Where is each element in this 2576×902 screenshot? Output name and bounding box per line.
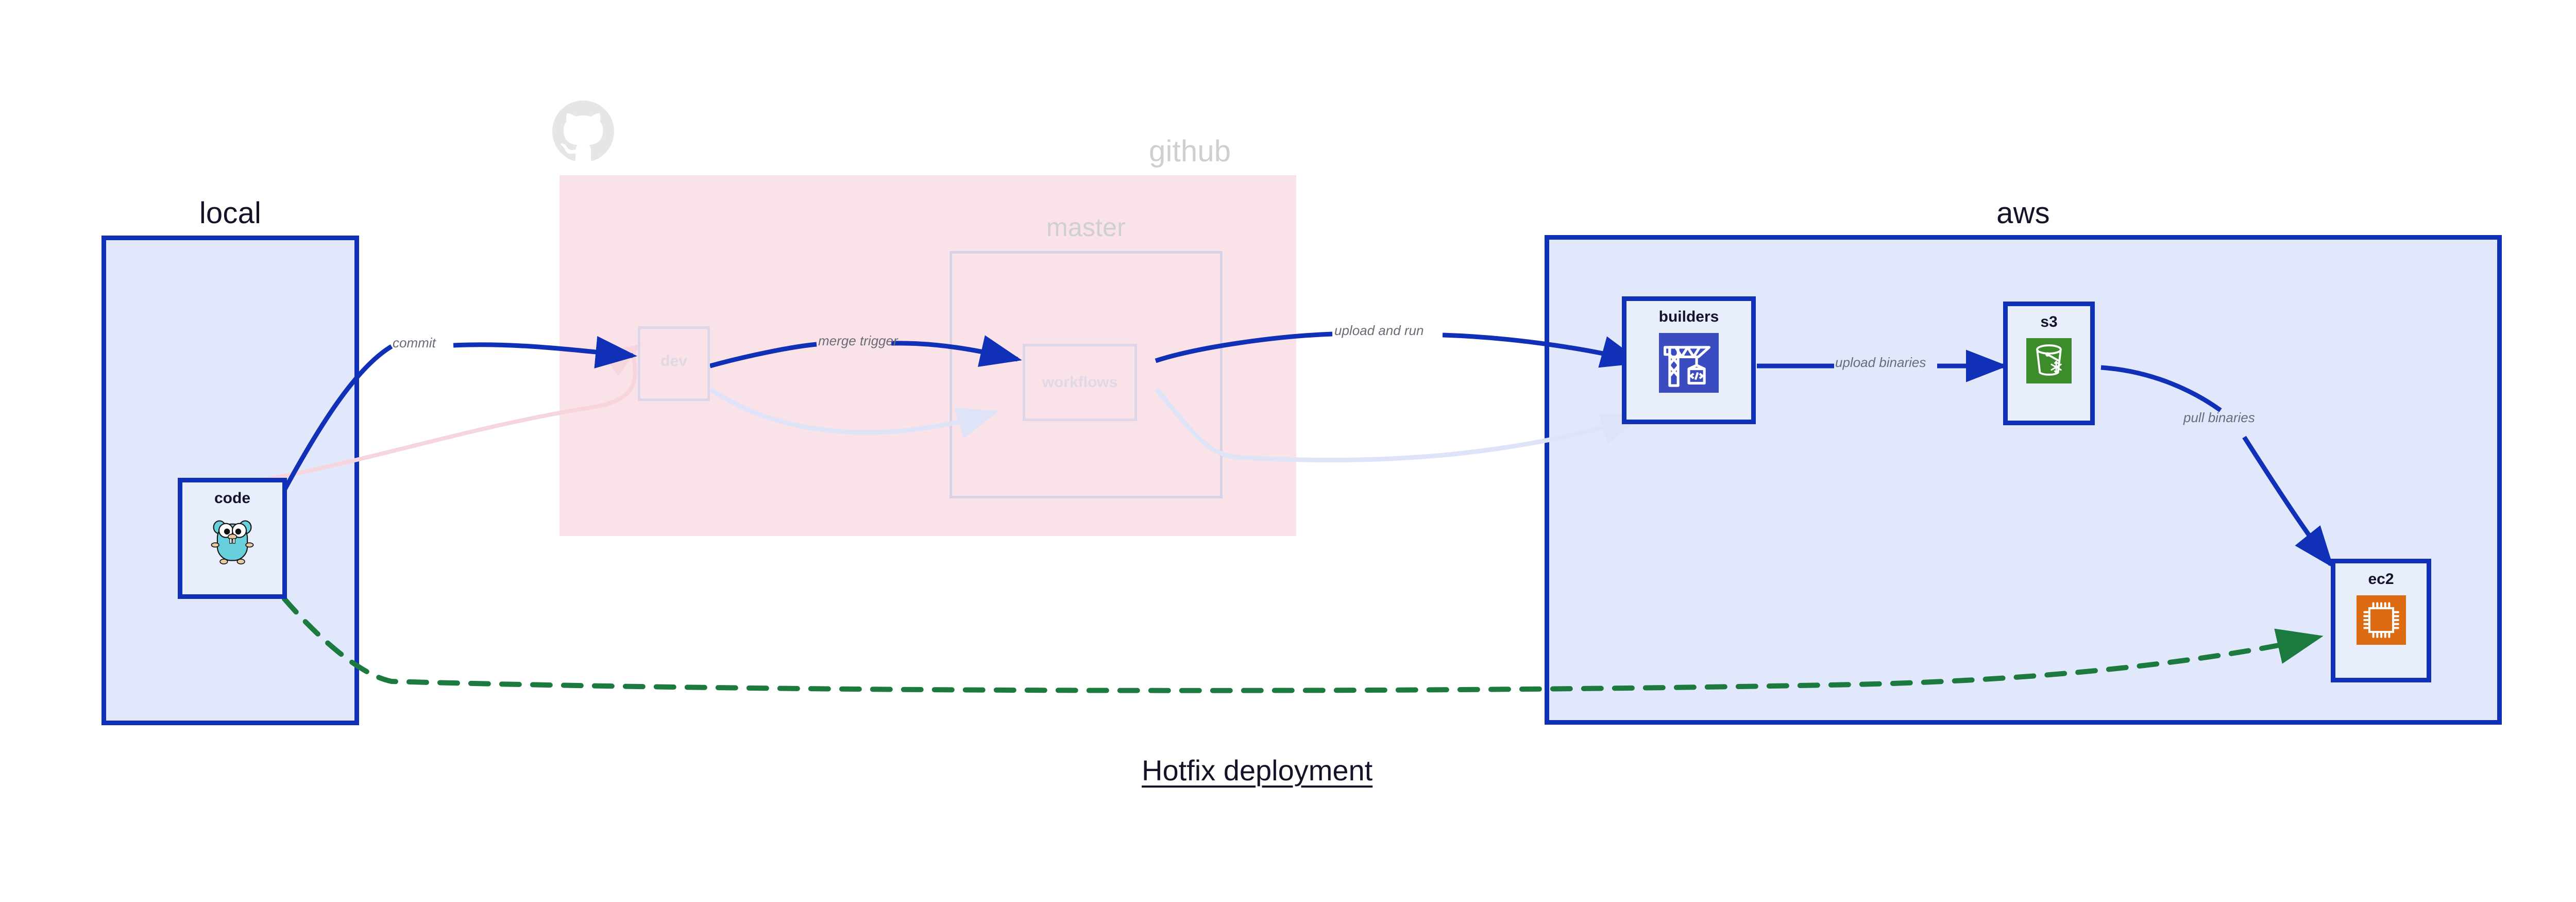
zone-label-github: github	[1149, 135, 1231, 168]
bucket-snowflake-icon	[2026, 338, 2072, 386]
edge-faded-code-dev	[250, 344, 641, 484]
zone-label-aws: aws	[1996, 196, 2050, 230]
zone-master	[950, 251, 1223, 498]
diagram-caption: Hotfix deployment	[1142, 754, 1373, 787]
node-ec2-label: ec2	[2368, 571, 2394, 588]
edge-pull-binaries-tail	[2242, 436, 2334, 569]
edge-hotfix-direct	[282, 596, 2324, 693]
node-dev-label: dev	[660, 353, 687, 370]
edge-label-merge-trigger: merge trigger	[818, 333, 898, 348]
edge-faded-workflows-builders	[1155, 388, 1643, 463]
edge-upload-and-run-tail	[1442, 332, 1643, 368]
node-builders-label: builders	[1658, 308, 1719, 325]
crane-code-icon	[1659, 333, 1719, 395]
zone-label-master: master	[1046, 213, 1126, 242]
node-ec2[interactable]: ec2	[2331, 559, 2431, 682]
edge-merge-trigger-tail	[891, 335, 1022, 367]
node-builders[interactable]: builders	[1622, 296, 1756, 424]
edge-label-commit: commit	[393, 335, 436, 350]
node-workflows-label: workflows	[1042, 374, 1118, 391]
node-workflows[interactable]: workflows	[1023, 344, 1137, 421]
node-code-label: code	[214, 490, 251, 507]
edge-label-upload-binaries: upload binaries	[1835, 355, 1926, 370]
edge-merge-trigger-head	[709, 342, 817, 369]
edge-pull-binaries-head	[2100, 365, 2222, 412]
edge-faded-dev-workflows	[709, 387, 999, 439]
node-code[interactable]: code	[178, 478, 287, 599]
node-s3[interactable]: s3	[2003, 302, 2095, 425]
go-gopher-icon	[206, 514, 259, 571]
zone-label-local: local	[199, 196, 262, 230]
github-octocat-icon	[552, 101, 614, 162]
cpu-chip-icon	[2356, 595, 2406, 647]
edge-label-upload-and-run: upload and run	[1334, 323, 1424, 338]
edge-upload-and-run-head	[1155, 331, 1333, 363]
node-dev[interactable]: dev	[638, 326, 710, 401]
edge-commit-tail	[453, 336, 637, 369]
node-s3-label: s3	[2040, 313, 2058, 330]
edge-label-pull-binaries: pull binaries	[2183, 410, 2255, 425]
